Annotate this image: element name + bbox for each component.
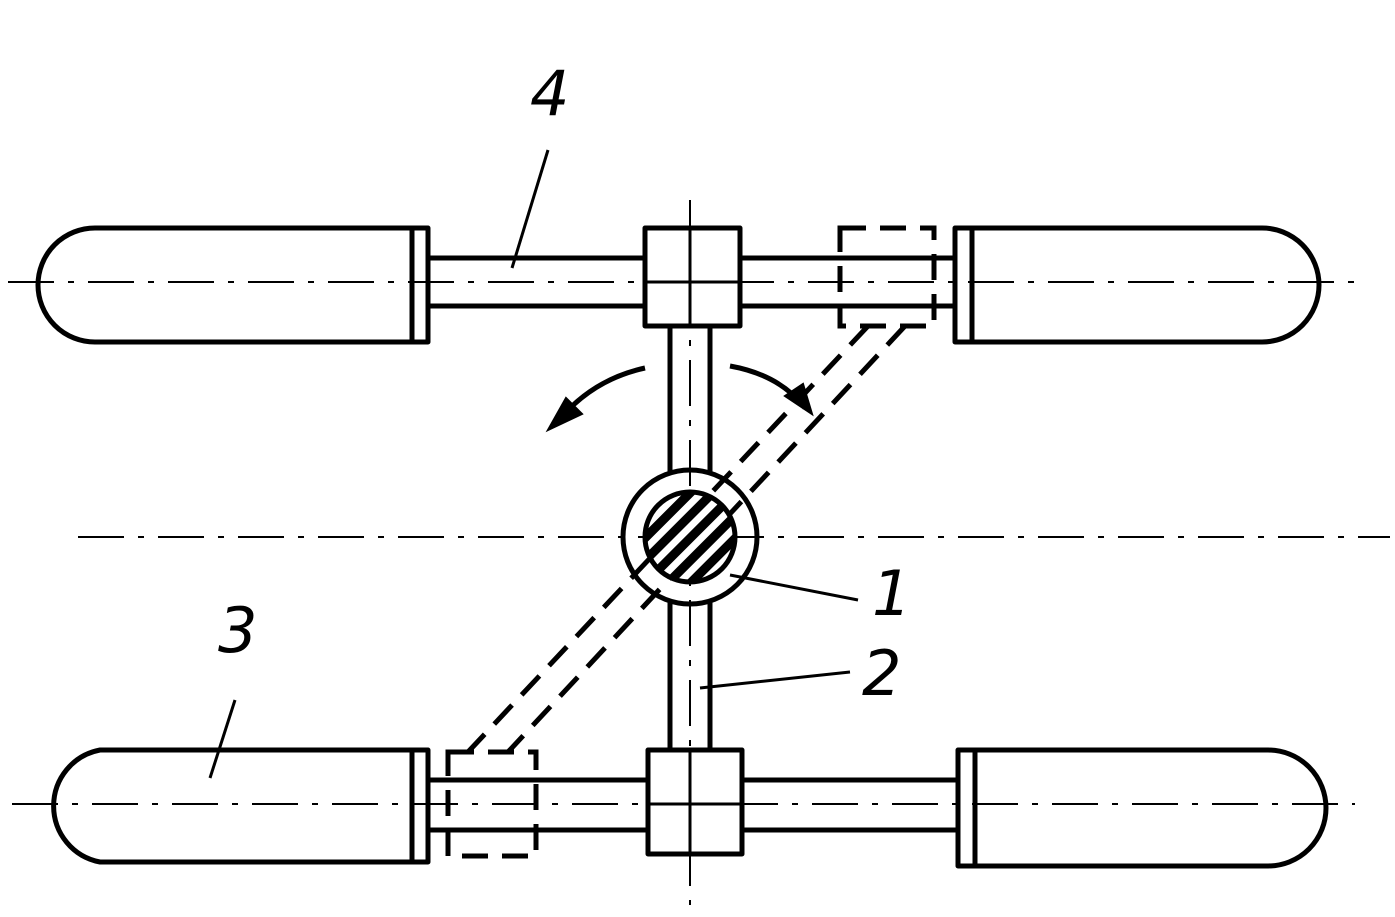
top-assembly — [35, 225, 1322, 345]
labels: 4 3 1 2 — [218, 57, 911, 710]
bottom-left-pod-flange — [409, 747, 431, 865]
top-left-pod-flange — [409, 225, 431, 345]
bottom-assembly — [51, 747, 1329, 869]
label-4: 4 — [530, 57, 569, 130]
leader-3 — [208, 699, 237, 779]
arrow-head-left — [545, 396, 584, 433]
alt-hub-bottom — [445, 749, 539, 859]
shaft-outer-ring — [620, 467, 760, 607]
top-left-pod — [35, 225, 415, 345]
rotation-arrows — [545, 363, 814, 433]
vertical-arm — [667, 326, 713, 750]
leader-lines — [208, 149, 859, 779]
leader-2 — [699, 670, 851, 690]
shaft-hatched-core — [642, 489, 738, 585]
bottom-hub — [645, 747, 745, 857]
leader-4 — [510, 149, 550, 269]
bottom-left-pod — [51, 747, 415, 865]
central-shaft — [620, 467, 760, 607]
top-hub — [642, 225, 743, 329]
alt-hub-top — [837, 225, 937, 329]
bottom-right-pod-flange — [955, 747, 978, 869]
label-3: 3 — [218, 594, 257, 667]
leader-1 — [729, 573, 859, 602]
label-1: 1 — [872, 557, 911, 630]
top-right-pod-flange — [952, 225, 975, 345]
bottom-right-pod — [972, 747, 1329, 869]
label-2: 2 — [862, 637, 901, 710]
top-right-pod — [969, 225, 1322, 345]
